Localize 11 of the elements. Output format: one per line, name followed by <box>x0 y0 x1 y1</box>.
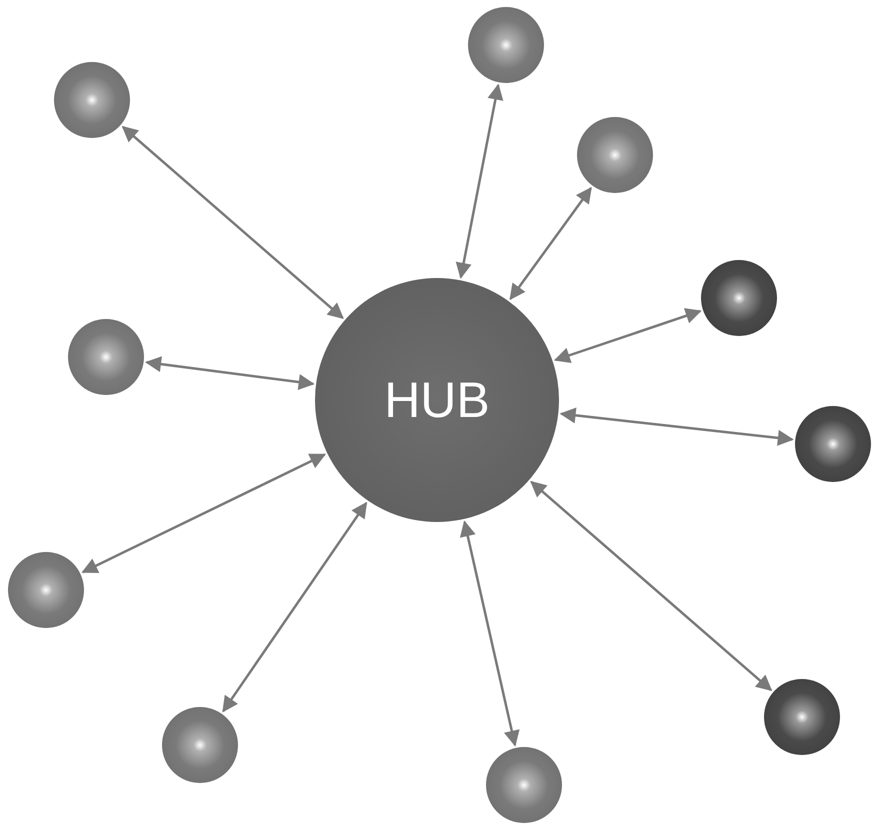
double-arrow <box>530 480 772 692</box>
double-arrow <box>456 84 504 279</box>
double-arrow <box>554 308 702 363</box>
double-arrow <box>122 126 344 320</box>
hub-label: HUB <box>384 375 490 425</box>
double-arrow <box>81 454 326 574</box>
double-arrow <box>560 407 794 446</box>
double-arrow <box>460 520 520 747</box>
double-arrow <box>509 186 592 300</box>
double-arrow <box>145 356 315 390</box>
double-arrow <box>222 502 368 713</box>
